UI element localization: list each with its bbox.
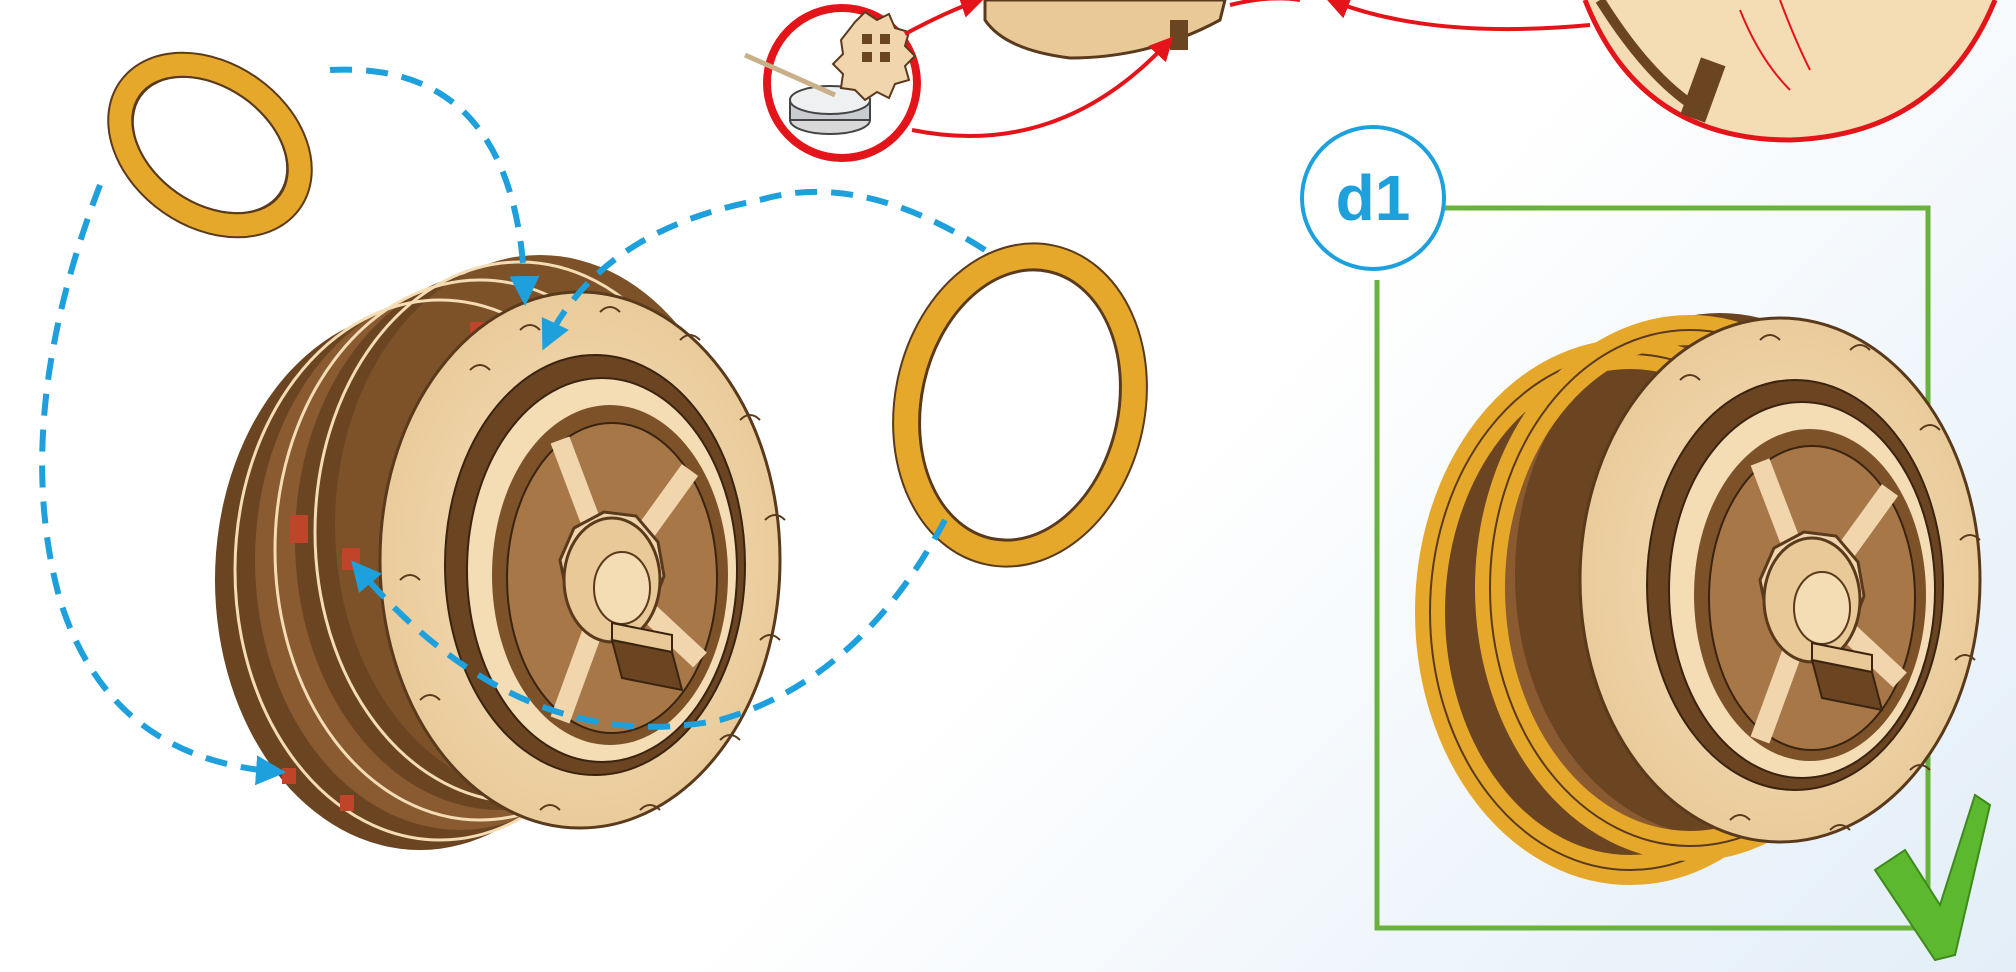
check-mark-icon: [1875, 795, 1990, 960]
red-arrow: [912, 40, 1170, 136]
red-arrow: [1230, 0, 1300, 5]
wooden-wheel-icon: [1430, 313, 1980, 872]
wooden-wheel-icon: [215, 255, 785, 850]
rubber-band-icon: [879, 235, 1160, 575]
red-arrow: [905, 0, 980, 34]
wooden-wheel-icon-partial: [985, 0, 1225, 58]
rubber-band-icon: [90, 31, 331, 258]
step-label: d1: [1300, 125, 1446, 271]
red-arrow: [1330, 0, 1590, 29]
